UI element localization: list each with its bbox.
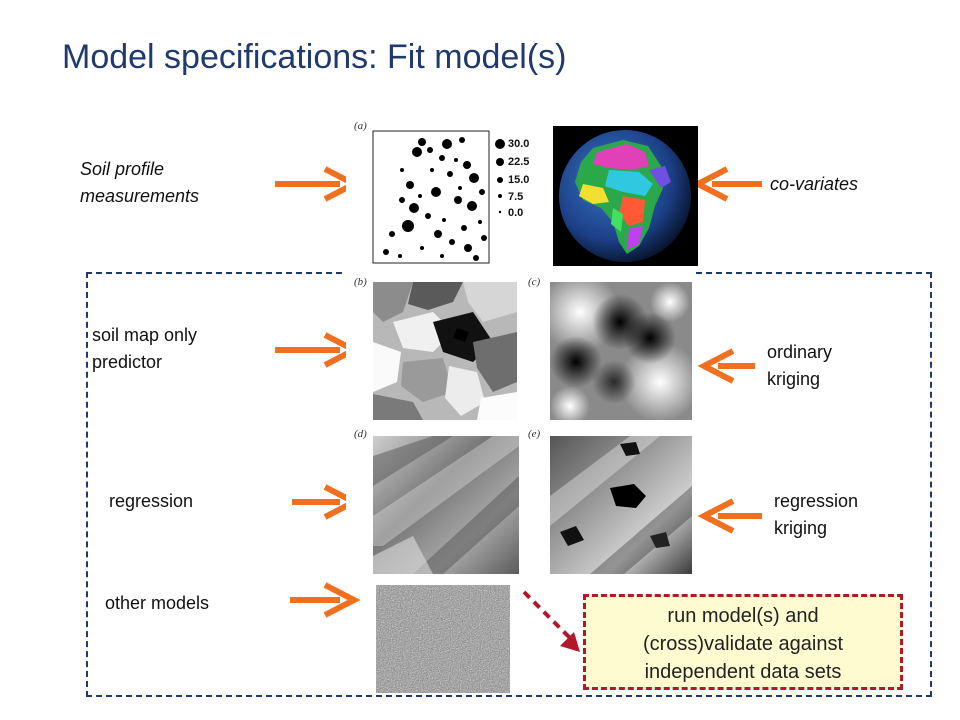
panel-e-regression-kriging: (e) xyxy=(524,426,696,576)
validation-callout: run model(s) and (cross)validate against… xyxy=(583,594,903,690)
ordinary-kriging-image xyxy=(550,282,692,420)
regression-kriging-label-line2: kriging xyxy=(774,518,828,538)
soil-map-label: soil map only predictor xyxy=(92,322,197,376)
soil-profile-label-line1: Soil profile xyxy=(80,159,165,179)
arrow-other-models-icon xyxy=(290,582,361,618)
regression-kriging-image xyxy=(550,436,692,574)
regression-image xyxy=(373,436,519,574)
legend-value-4: 7.5 xyxy=(508,191,524,203)
soil-profile-label: Soil profile measurements xyxy=(80,156,199,210)
soil-map-label-line2: predictor xyxy=(92,352,163,372)
size-legend-symbols xyxy=(495,139,505,214)
regression-kriging-label: regression kriging xyxy=(774,488,858,542)
arrow-to-callout-icon xyxy=(522,590,580,652)
callout-line1: run model(s) and xyxy=(667,605,819,627)
panel-d-regression: (d) xyxy=(346,426,524,576)
panel-c-label: (c) xyxy=(528,276,541,288)
legend-value-2: 22.5 xyxy=(508,156,530,168)
page-title: Model specifications: Fit model(s) xyxy=(62,38,567,76)
regression-kriging-label-line1: regression xyxy=(774,491,859,511)
soil-map-image xyxy=(373,282,517,420)
soil-profile-label-line2: measurements xyxy=(80,186,200,206)
ordinary-kriging-label: ordinary kriging xyxy=(767,339,832,393)
arrow-covariates-icon xyxy=(691,166,762,202)
panel-a-label: (a) xyxy=(354,120,367,132)
other-models-noise-image xyxy=(376,585,510,693)
arrow-regression-icon xyxy=(292,484,361,520)
panel-c-ordinary-kriging: (c) xyxy=(524,272,696,424)
africa-globe-image xyxy=(553,126,698,266)
panel-e-label: (e) xyxy=(528,428,541,440)
ordinary-kriging-label-line1: ordinary xyxy=(767,342,833,362)
callout-line3: independent data sets xyxy=(644,661,842,683)
soil-map-label-line1: soil map only xyxy=(92,325,198,345)
panel-b-label: (b) xyxy=(354,276,367,288)
panel-d-label: (d) xyxy=(354,428,367,440)
callout-line2: (cross)validate against xyxy=(642,633,844,655)
ordinary-kriging-label-line2: kriging xyxy=(767,369,821,389)
legend-value-3: 15.0 xyxy=(508,174,530,186)
arrow-soil-map-icon xyxy=(275,332,361,368)
covariates-label: co-variates xyxy=(770,174,859,194)
panel-a-point-map: (a) 30.0 22.5 15.0 7.5 0.0 xyxy=(346,118,550,266)
arrow-soil-profile-icon xyxy=(275,166,361,202)
other-models-label: other models xyxy=(105,593,210,613)
legend-value-1: 30.0 xyxy=(508,138,530,150)
arrow-regression-kriging-icon xyxy=(697,498,762,534)
legend-value-5: 0.0 xyxy=(508,207,524,219)
point-map-image xyxy=(372,130,490,264)
panel-b-soil-map: (b) xyxy=(346,272,522,424)
regression-label: regression xyxy=(109,491,194,511)
arrow-ordinary-kriging-icon xyxy=(697,348,755,384)
